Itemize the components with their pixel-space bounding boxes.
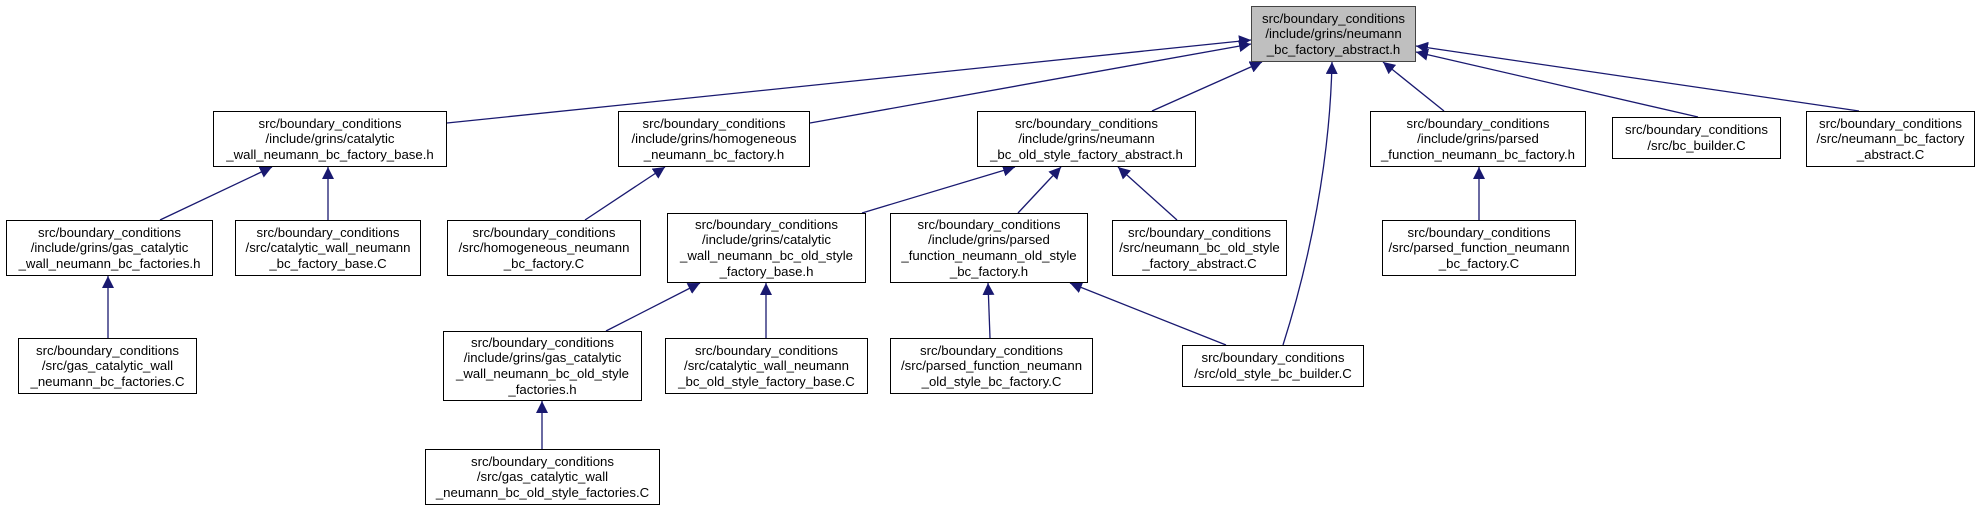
edge-parsed-old-h-to-old-abstract-h xyxy=(1017,166,1062,214)
node-label-line: _bc_factory.C xyxy=(503,255,585,271)
node-label-line: _function_neumann_bc_factory.h xyxy=(1380,146,1576,162)
node-label-line: src/boundary_conditions xyxy=(471,453,614,469)
node-gas-catalytic-wall-neumann-bc-old-style-factories-h[interactable]: src/boundary_conditions/include/grins/ga… xyxy=(443,331,642,401)
node-gas-catalytic-wall-neumann-bc-old-style-factories-c[interactable]: src/boundary_conditions/src/gas_catalyti… xyxy=(425,449,660,505)
node-parsed-function-neumann-bc-factory-c[interactable]: src/boundary_conditions/src/parsed_funct… xyxy=(1382,220,1576,276)
edge-homogeneous-c-to-homogeneous-h xyxy=(584,166,666,221)
node-label-line: _factory_abstract.C xyxy=(1142,255,1257,271)
node-neumann-bc-factory-abstract-c[interactable]: src/boundary_conditions/src/neumann_bc_f… xyxy=(1806,111,1975,167)
node-label-line: _neumann_bc_factory.h xyxy=(643,146,785,162)
node-homogeneous-neumann-bc-factory-h[interactable]: src/boundary_conditions/include/grins/ho… xyxy=(618,111,810,167)
node-label-line: _abstract.C xyxy=(1856,146,1925,162)
node-label-line: /src/bc_builder.C xyxy=(1647,138,1746,153)
edge-old-abstract-h-to-root xyxy=(1151,61,1263,112)
node-neumann-bc-old-style-factory-abstract-h[interactable]: src/boundary_conditions/include/grins/ne… xyxy=(977,111,1196,167)
node-label-line: src/boundary_conditions xyxy=(1128,224,1271,240)
node-label-line: src/boundary_conditions xyxy=(920,342,1063,358)
node-label-line: src/boundary_conditions xyxy=(471,334,614,350)
node-label-line: src/boundary_conditions xyxy=(695,342,838,358)
node-label-line: /src/homogeneous_neumann xyxy=(458,240,630,256)
node-label-line: src/boundary_conditions xyxy=(256,224,400,240)
node-label-line: /src/neumann_bc_factory xyxy=(1816,131,1965,147)
node-label-line: src/boundary_conditions xyxy=(642,115,786,131)
edge-old-abstract-c-to-old-abstract-h xyxy=(1117,166,1178,221)
node-label-line: /include/grins/catalytic xyxy=(701,232,831,248)
node-label-line: /src/neumann_bc_old_style xyxy=(1119,240,1280,256)
node-label-line: /src/catalytic_wall_neumann xyxy=(245,240,411,256)
node-neumann-bc-factory-abstract-h: src/boundary_conditions/include/grins/ne… xyxy=(1251,6,1416,62)
node-label-line: src/boundary_conditions xyxy=(1625,122,1768,138)
edge-old-style-builder-to-parsed-old-h xyxy=(1069,281,1227,346)
node-label-line: src/boundary_conditions xyxy=(1407,224,1551,240)
node-label-line: /src/gas_catalytic_wall xyxy=(476,469,609,485)
node-gas-catalytic-wall-neumann-bc-factories-c[interactable]: src/boundary_conditions/src/gas_catalyti… xyxy=(18,338,197,394)
node-label-line: src/boundary_conditions xyxy=(38,224,181,240)
node-label-line: _wall_neumann_bc_old_style xyxy=(455,366,630,381)
node-label-line: _wall_neumann_bc_factory_base.h xyxy=(226,146,434,162)
node-label-line: /include/grins/gas_catalytic xyxy=(463,350,622,366)
node-label-line: /include/grins/gas_catalytic xyxy=(30,240,189,256)
node-label-line: _bc_old_style_factory_abstract.h xyxy=(990,146,1183,162)
node-parsed-function-neumann-old-style-bc-factory-h[interactable]: src/boundary_conditions/include/grins/pa… xyxy=(890,213,1088,283)
node-catalytic-wall-neumann-bc-factory-base-h[interactable]: src/boundary_conditions/include/grins/ca… xyxy=(213,111,447,167)
node-label-line: _wall_neumann_bc_old_style xyxy=(679,248,854,263)
node-label-line: _bc_old_style_factory_base.C xyxy=(678,373,855,389)
node-label-line: /include/grins/neumann xyxy=(1265,26,1402,42)
edge-catalytic-old-h-to-old-abstract-h xyxy=(861,164,1016,214)
node-parsed-function-neumann-bc-factory-h[interactable]: src/boundary_conditions/include/grins/pa… xyxy=(1370,111,1586,167)
node-old-style-bc-builder-c[interactable]: src/boundary_conditions/src/old_style_bc… xyxy=(1182,345,1364,387)
edge-old-style-builder-to-root xyxy=(1282,61,1338,346)
node-label-line: src/boundary_conditions xyxy=(258,115,402,131)
node-label-line: _neumann_bc_factories.C xyxy=(30,373,185,389)
node-label-line: /include/grins/parsed xyxy=(1417,131,1539,147)
edge-bc-builder-to-root xyxy=(1415,48,1699,118)
node-label-line: /src/parsed_function_neumann xyxy=(900,358,1083,374)
node-label-line: src/boundary_conditions xyxy=(1201,350,1345,366)
node-label-line: _old_style_bc_factory.C xyxy=(921,373,1062,389)
edge-catalytic-base-h-to-root xyxy=(446,35,1252,124)
node-label-line: /include/grins/catalytic xyxy=(265,131,395,147)
node-label-line: src/boundary_conditions xyxy=(1406,115,1550,131)
node-label-line: src/boundary_conditions xyxy=(695,216,838,232)
node-label-line: /src/gas_catalytic_wall xyxy=(41,358,174,374)
edge-parsed-old-c-to-parsed-old-h xyxy=(982,282,995,339)
node-label-line: _bc_factory_abstract.h xyxy=(1266,41,1401,57)
node-label-line: /include/grins/parsed xyxy=(928,232,1050,248)
node-label-line: _factory_base.h xyxy=(719,263,814,279)
node-label-line: /src/old_style_bc_builder.C xyxy=(1194,366,1352,381)
node-label-line: _bc_factory_base.C xyxy=(269,255,387,271)
node-label-line: _function_neumann_old_style xyxy=(901,248,1077,263)
node-label-line: src/boundary_conditions xyxy=(917,216,1061,232)
node-label-line: /include/grins/neumann xyxy=(1018,131,1155,147)
node-catalytic-wall-neumann-bc-factory-base-c[interactable]: src/boundary_conditions/src/catalytic_wa… xyxy=(235,220,421,276)
node-label-line: src/boundary_conditions xyxy=(472,224,616,240)
node-label-line: _factories.h xyxy=(508,381,577,397)
node-label-line: src/boundary_conditions xyxy=(36,342,179,358)
node-label-line: src/boundary_conditions xyxy=(1262,10,1405,26)
node-catalytic-wall-neumann-bc-old-style-factory-base-h[interactable]: src/boundary_conditions/include/grins/ca… xyxy=(667,213,866,283)
node-label-line: src/boundary_conditions xyxy=(1819,115,1962,131)
node-catalytic-wall-neumann-bc-old-style-factory-base-c[interactable]: src/boundary_conditions/src/catalytic_wa… xyxy=(665,338,868,394)
node-label-line: _bc_factory.C xyxy=(1438,255,1520,271)
node-label-line: _bc_factory.h xyxy=(949,263,1029,279)
node-label-line: _neumann_bc_old_style_factories.C xyxy=(435,484,650,500)
node-label-line: /src/parsed_function_neumann xyxy=(1388,240,1570,256)
node-label-line: /src/catalytic_wall_neumann xyxy=(684,358,849,374)
node-homogeneous-neumann-bc-factory-c[interactable]: src/boundary_conditions/src/homogeneous_… xyxy=(447,220,641,276)
edge-homogeneous-h-to-root xyxy=(809,40,1252,124)
edge-neumann-abstract-c-to-root xyxy=(1415,41,1860,112)
node-label-line: src/boundary_conditions xyxy=(1015,115,1158,131)
edge-gas-catalytic-h-to-catalytic-base-h xyxy=(159,166,273,221)
node-label-line: _wall_neumann_bc_factories.h xyxy=(18,255,201,271)
edge-gas-old-h-to-catalytic-old-h xyxy=(605,282,701,332)
node-gas-catalytic-wall-neumann-bc-factories-h[interactable]: src/boundary_conditions/include/grins/ga… xyxy=(6,220,213,276)
node-bc-builder-c[interactable]: src/boundary_conditions/src/bc_builder.C xyxy=(1612,117,1781,159)
edge-parsed-h-to-root xyxy=(1382,61,1445,112)
node-neumann-bc-old-style-factory-abstract-c[interactable]: src/boundary_conditions/src/neumann_bc_o… xyxy=(1112,220,1287,276)
node-label-line: /include/grins/homogeneous xyxy=(631,131,797,147)
node-parsed-function-neumann-old-style-bc-factory-c[interactable]: src/boundary_conditions/src/parsed_funct… xyxy=(890,338,1093,394)
